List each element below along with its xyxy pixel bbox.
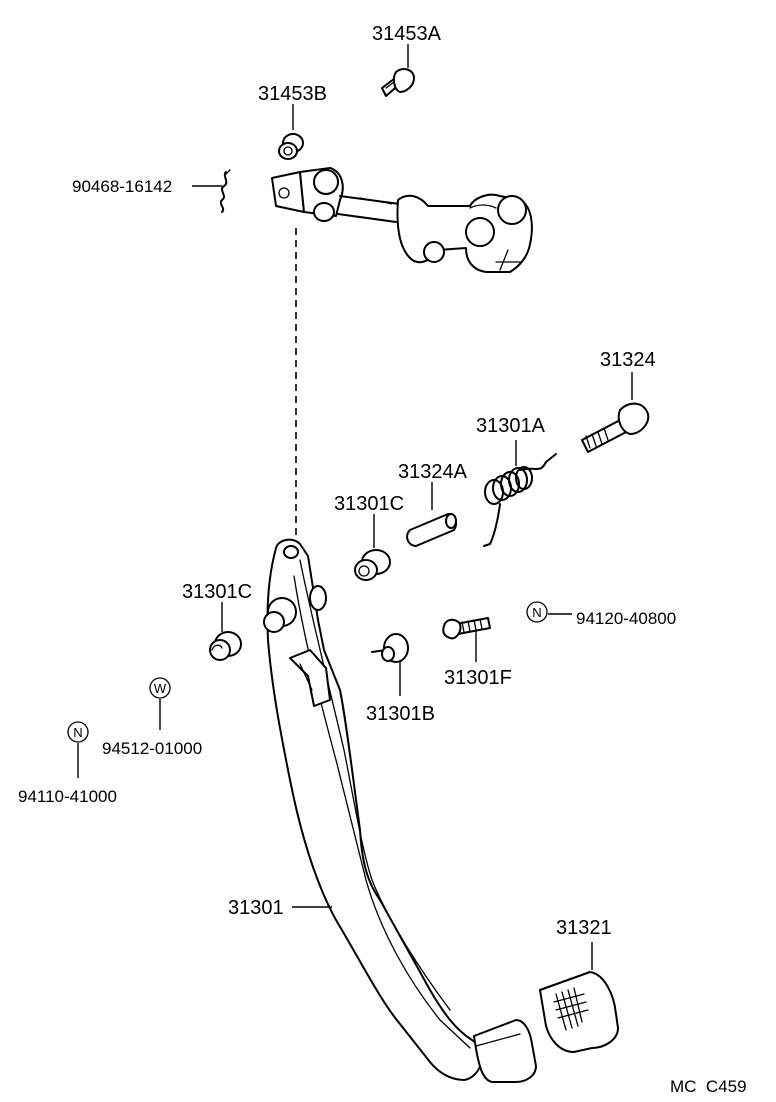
stopper-31301b xyxy=(371,633,409,696)
label-31453b: 31453B xyxy=(258,83,327,105)
label-31301b: 31301B xyxy=(366,703,435,725)
label-90468-16142: 90468-16142 xyxy=(72,177,172,196)
w-badge-letter: W xyxy=(154,681,167,696)
label-31324: 31324 xyxy=(600,349,656,371)
label-31301a: 31301A xyxy=(476,415,546,437)
collar-31324a xyxy=(406,482,457,547)
label-31301c-left: 31301C xyxy=(182,581,252,603)
bolt-31324 xyxy=(581,372,650,453)
bushing-31453b xyxy=(278,104,304,160)
label-31301: 31301 xyxy=(228,897,284,919)
bushing-31301c-upper xyxy=(354,514,391,581)
spring-31301a xyxy=(483,440,557,547)
label-31453a: 31453A xyxy=(372,23,442,45)
footer-code: MC C459 xyxy=(670,1077,747,1096)
n-badge-right-letter: N xyxy=(532,605,541,620)
w-badge: W xyxy=(149,677,171,730)
n-badge-left-letter: N xyxy=(73,725,82,740)
label-94110-41000: 94110-41000 xyxy=(18,787,117,806)
pedal-arm-31301 xyxy=(263,538,483,1081)
bolt-31301f xyxy=(442,617,491,662)
label-31321: 31321 xyxy=(556,917,612,939)
label-31301c-upper: 31301C xyxy=(334,493,404,515)
bolt-31453a xyxy=(381,44,415,97)
label-31324a: 31324A xyxy=(398,461,468,483)
label-94120-40800: 94120-40800 xyxy=(576,609,676,628)
n-badge-right: N xyxy=(526,601,572,623)
pedal-pad-attached xyxy=(473,1019,537,1083)
clip-90468-16142 xyxy=(192,169,231,213)
push-rod-assembly xyxy=(271,167,533,273)
bushing-31301c-left xyxy=(209,602,242,661)
pedal-pad-31321 xyxy=(539,942,619,1053)
label-94512-01000: 94512-01000 xyxy=(102,739,202,758)
label-31301f: 31301F xyxy=(444,667,512,689)
n-badge-left: N xyxy=(67,721,89,778)
